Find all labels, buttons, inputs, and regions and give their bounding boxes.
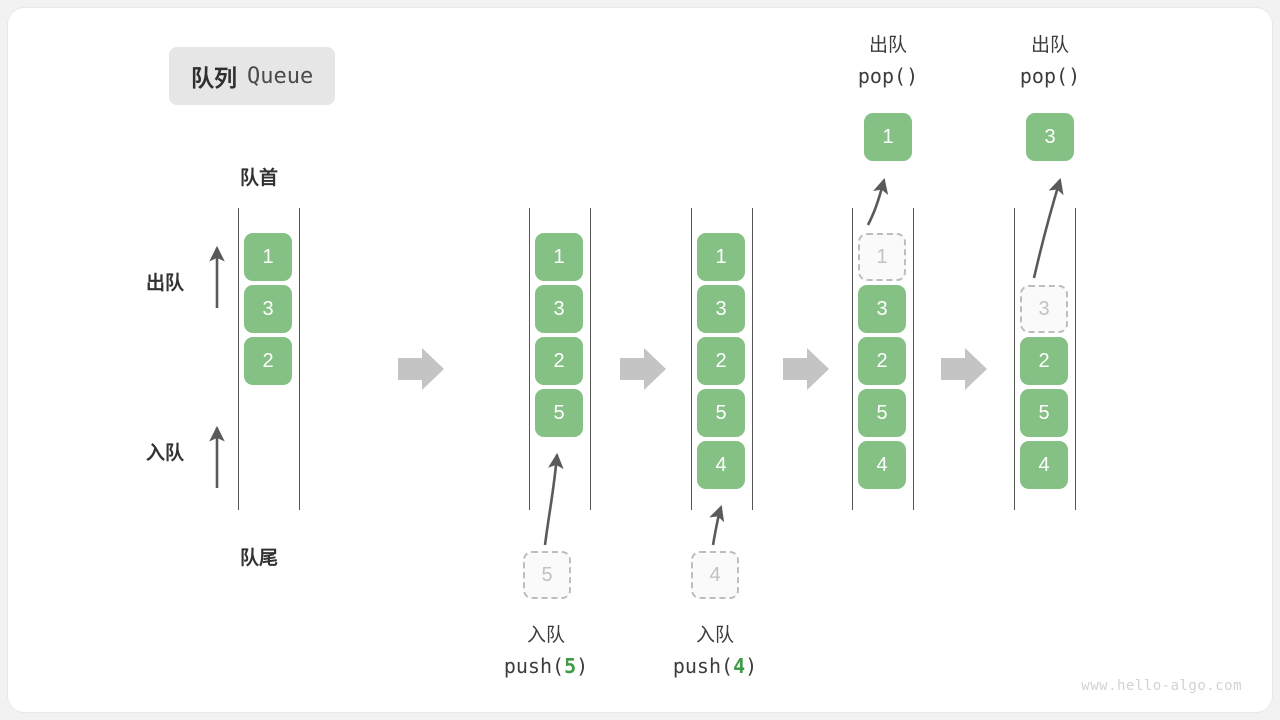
queue-cell: 3 [535,285,583,333]
rail-left [852,208,853,510]
enqueue-direction-label: 入队 [146,443,185,464]
step-separator-arrow-icon [783,348,829,390]
rail-left [691,208,692,510]
operation-name: 出队 [1030,35,1069,56]
queue-cell: 4 [697,441,745,489]
operation-code: push(5) [456,651,636,681]
operation-name: 入队 [695,625,734,646]
operation-name: 入队 [526,625,565,646]
queue-cell: 1 [244,233,292,281]
operation-fn-close: ) [745,653,758,678]
operation-name: 出队 [868,35,907,56]
queue-cell: 3 [1020,285,1068,333]
rail-right [590,208,591,510]
queue-cell: 5 [697,389,745,437]
queue-cell: 3 [244,285,292,333]
rail-right [913,208,914,510]
queue-cell: 5 [858,389,906,437]
rail-right [299,208,300,510]
operation-fn-close: ) [576,653,589,678]
title-badge: 队列 Queue [169,47,336,105]
operation-fn-close: ) [1068,63,1081,88]
operation-code: push(4) [625,651,805,681]
operation-code: pop() [808,61,968,91]
pop-3-arrow-icon [1032,178,1064,279]
queue-cell: 2 [1020,337,1068,385]
step-separator-arrow-icon [620,348,666,390]
arrow-overlay [209,177,1064,546]
queue-cell: 4 [858,441,906,489]
operation-fn: pop( [1019,63,1069,88]
queue-cell: 2 [697,337,745,385]
diagram-card: 队列 Queue 队首 队尾 出队 入队 1 3 2 1 3 2 5 5 入队 … [8,8,1272,712]
outgoing-cell: 1 [864,113,912,161]
operation-fn: push( [672,653,734,678]
queue-cell: 2 [244,337,292,385]
dequeue-direction-label: 出队 [146,273,185,294]
rail-left [238,208,239,510]
queue-cell: 4 [1020,441,1068,489]
watermark: www.hello-algo.com [1081,678,1242,694]
operation-fn: push( [503,653,565,678]
pop-1-arrow-icon [866,177,889,226]
operation-code: pop() [970,61,1130,91]
incoming-ghost-cell: 4 [691,551,739,599]
step-separator-arrow-icon [941,348,987,390]
queue-cell: 1 [535,233,583,281]
rail-right [1075,208,1076,510]
queue-cell: 5 [1020,389,1068,437]
operation-label-pop-3: 出队 pop() [970,32,1130,91]
operation-fn: pop( [857,63,907,88]
title-cn: 队列 [191,65,237,91]
queue-head-label: 队首 [240,168,279,189]
queue-cell: 3 [697,285,745,333]
queue-cell: 1 [697,233,745,281]
queue-tail-label: 队尾 [240,548,279,569]
incoming-ghost-cell: 5 [523,551,571,599]
queue-cell: 1 [858,233,906,281]
queue-cell: 3 [858,285,906,333]
operation-arg: 5 [564,653,577,678]
operation-label-pop-1: 出队 pop() [808,32,968,91]
queue-cell: 2 [858,337,906,385]
rail-right [752,208,753,510]
operation-label-push-5: 入队 push(5) [456,622,636,681]
operation-arg: 4 [733,653,746,678]
operation-fn-close: ) [906,63,919,88]
rail-left [529,208,530,510]
queue-cell: 2 [535,337,583,385]
diagram-stage: 队列 Queue 队首 队尾 出队 入队 1 3 2 1 3 2 5 5 入队 … [8,8,1272,712]
queue-cell: 5 [535,389,583,437]
title-en: Queue [247,63,314,89]
operation-label-push-4: 入队 push(4) [625,622,805,681]
outgoing-cell: 3 [1026,113,1074,161]
step-separator-arrow-icon [398,348,444,390]
rail-left [1014,208,1015,510]
push-5-arrow-icon [543,452,564,546]
push-4-arrow-icon [709,505,725,546]
